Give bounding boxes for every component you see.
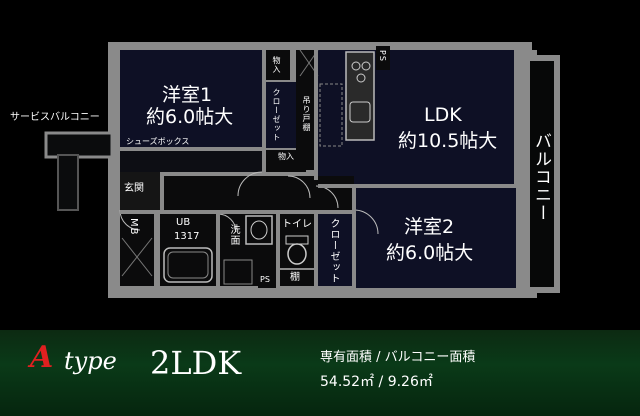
toilet-label: トイレ bbox=[282, 219, 312, 230]
room-ldk-name: LDK bbox=[424, 104, 462, 126]
ps2-area bbox=[376, 46, 390, 70]
closet1-area bbox=[266, 82, 298, 148]
shoes-box-label: シューズボックス bbox=[126, 137, 190, 146]
balcony-label: バルコニー bbox=[531, 132, 551, 222]
closet2-area bbox=[318, 214, 352, 286]
room-western2-name: 洋室2 bbox=[404, 216, 455, 238]
area-title: 専有面積 / バルコニー面積 bbox=[320, 350, 476, 365]
type-word: type bbox=[64, 347, 117, 375]
ub-label: UB bbox=[176, 217, 191, 228]
ps2-label: PS bbox=[378, 50, 387, 62]
bathtub bbox=[163, 247, 213, 283]
room-western2 bbox=[356, 188, 516, 288]
ub-area bbox=[160, 214, 216, 286]
plan-type: 2LDK bbox=[150, 344, 242, 382]
washroom-label: 洗面 bbox=[228, 224, 239, 246]
hall bbox=[164, 176, 354, 210]
ps1-area bbox=[258, 272, 278, 288]
mb-area bbox=[120, 214, 154, 286]
shoes-box-area bbox=[120, 150, 262, 172]
ps1-label: PS bbox=[260, 275, 270, 284]
service-balcony-label: サービスバルコニー bbox=[10, 112, 100, 123]
room-western1-name: 洋室1 bbox=[162, 84, 213, 106]
room-western1 bbox=[120, 50, 262, 148]
closet2-label: クローゼット bbox=[328, 218, 339, 284]
room-ldk-size: 約10.5帖大 bbox=[398, 130, 498, 152]
entrance-label: 玄関 bbox=[124, 183, 144, 194]
corridor-upper bbox=[296, 50, 316, 170]
room-western2-size: 約6.0帖大 bbox=[386, 242, 474, 264]
wash-basin bbox=[245, 215, 273, 245]
footer-bar bbox=[0, 330, 640, 416]
area-values: 54.52㎡ / 9.26㎡ bbox=[320, 374, 433, 390]
shelf-area bbox=[280, 270, 314, 286]
shelf-label: 棚 bbox=[290, 272, 300, 283]
storage1-label: 物入 bbox=[272, 56, 281, 74]
type-letter: A bbox=[30, 340, 54, 375]
floor-plan bbox=[44, 42, 560, 298]
closet1-label: クローゼット bbox=[272, 88, 281, 142]
room-western1-size: 約6.0帖大 bbox=[146, 106, 234, 128]
toilet-bowl bbox=[287, 243, 307, 265]
mb-label: MB bbox=[128, 218, 139, 236]
storage2-label: 物入 bbox=[278, 152, 294, 161]
ub-size-label: 1317 bbox=[174, 231, 200, 242]
hanging-shelf-label: 吊り戸棚 bbox=[302, 96, 311, 132]
entrance-area bbox=[120, 172, 160, 210]
storage1-area bbox=[266, 50, 290, 80]
